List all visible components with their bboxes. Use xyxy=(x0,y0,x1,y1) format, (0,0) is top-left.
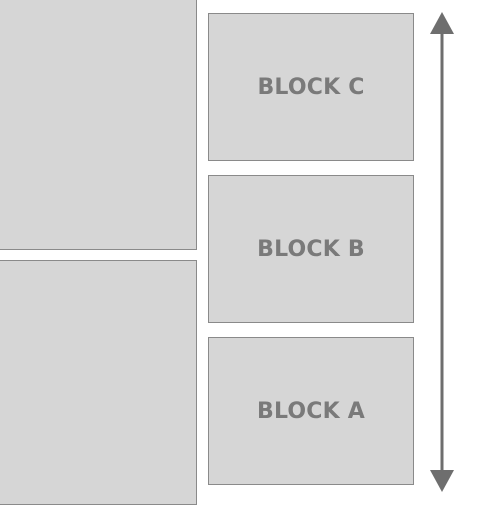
block-a: BLOCK A xyxy=(208,337,414,485)
block-b-label: BLOCK B xyxy=(257,236,365,262)
arrow-head-down xyxy=(430,470,454,492)
double-headed-arrow-icon xyxy=(430,12,454,492)
block-a-label: BLOCK A xyxy=(257,398,365,424)
block-c-label: BLOCK C xyxy=(257,74,365,100)
arrow-head-up xyxy=(430,12,454,34)
left-panel-top xyxy=(0,0,197,250)
block-c: BLOCK C xyxy=(208,13,414,161)
left-panel-bottom xyxy=(0,260,197,505)
block-b: BLOCK B xyxy=(208,175,414,323)
